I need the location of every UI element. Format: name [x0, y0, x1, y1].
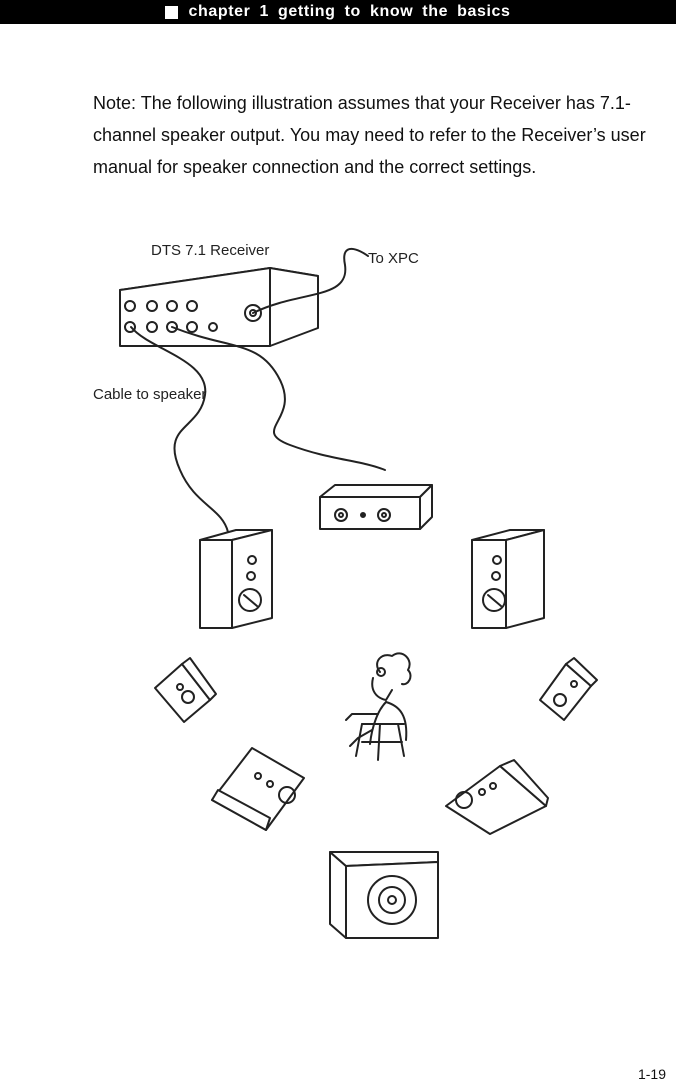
speaker-setup-diagram: DTS 7.1 Receiver To XPC Cable to speaker — [93, 242, 598, 939]
speaker-cable-center — [171, 326, 386, 471]
speaker-cable-left — [130, 326, 229, 533]
front-right-speaker-icon — [471, 529, 545, 629]
rear-right-speaker-icon — [445, 759, 549, 835]
subwoofer-icon — [329, 851, 439, 939]
note-paragraph: Note: The following illustration assumes… — [93, 93, 646, 177]
side-left-speaker-icon — [154, 657, 217, 723]
page-number: 1-19 — [637, 1066, 666, 1082]
front-left-speaker-icon — [199, 529, 273, 629]
cable-to-speaker-label: Cable to speaker — [93, 386, 206, 403]
square-bullet-icon — [165, 5, 179, 19]
side-right-speaker-icon — [539, 657, 598, 721]
xpc-cable — [252, 247, 369, 314]
center-speaker-icon — [319, 484, 433, 530]
to-xpc-label: To XPC — [368, 250, 419, 267]
receiver-icon — [119, 267, 319, 347]
chapter-header: chapter 1 getting to know the basics — [0, 0, 676, 24]
rear-left-speaker-icon — [211, 747, 305, 831]
receiver-label: DTS 7.1 Receiver — [151, 242, 269, 259]
chapter-title: chapter 1 getting to know the basics — [188, 3, 511, 20]
listener-person-icon — [345, 652, 412, 761]
